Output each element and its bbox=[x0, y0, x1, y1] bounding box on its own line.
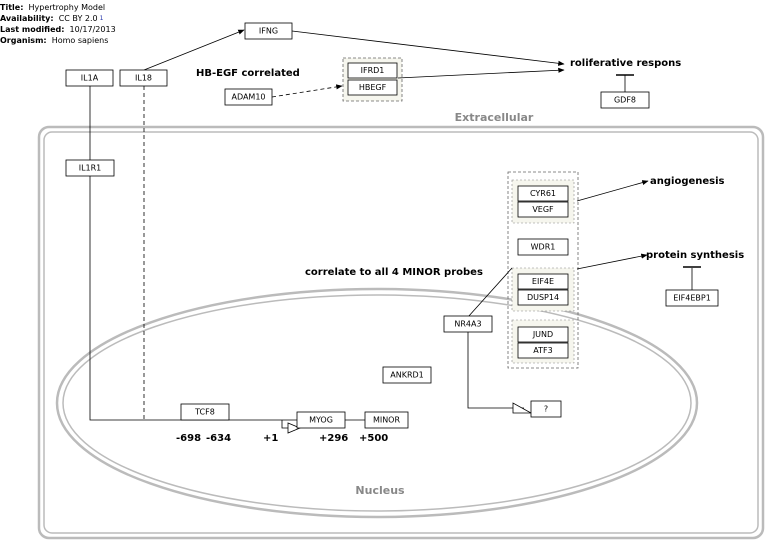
svg-text:IL18: IL18 bbox=[135, 74, 152, 83]
extracellular-label: Extracellular bbox=[455, 111, 534, 124]
svg-text:ANKRD1: ANKRD1 bbox=[390, 371, 424, 380]
gene-eif4ebp1[interactable]: EIF4EBP1 bbox=[665, 289, 719, 307]
gene-gdf8[interactable]: GDF8 bbox=[600, 91, 650, 109]
nucleus-compartment bbox=[55, 287, 699, 519]
position-p3: +1 bbox=[263, 433, 278, 444]
nucleus-label: Nucleus bbox=[355, 484, 405, 497]
cell-compartment bbox=[37, 125, 765, 540]
gene-tcf8[interactable]: TCF8 bbox=[180, 403, 230, 421]
promoter-arrow-myog bbox=[287, 422, 302, 434]
gene-hbegf[interactable]: HBEGF bbox=[347, 79, 398, 96]
modified-key: Last modified: bbox=[0, 25, 65, 34]
gene-cyr61[interactable]: CYR61 bbox=[517, 185, 569, 202]
title-value: Hypertrophy Model bbox=[28, 3, 106, 12]
edge-cyr61-angiogenesis bbox=[576, 180, 649, 202]
svg-text:IL1A: IL1A bbox=[81, 74, 99, 83]
svg-text:?: ? bbox=[544, 405, 548, 414]
gene-il1a[interactable]: IL1A bbox=[65, 69, 114, 87]
gene-adam10[interactable]: ADAM10 bbox=[224, 88, 273, 106]
gene-nr4a3[interactable]: NR4A3 bbox=[443, 315, 493, 333]
gene-dusp14[interactable]: DUSP14 bbox=[517, 289, 569, 306]
gene-ifrd1[interactable]: IFRD1 bbox=[347, 62, 398, 79]
promoter-arrow-unknown bbox=[512, 402, 533, 414]
svg-text:DUSP14: DUSP14 bbox=[527, 293, 559, 302]
label-correlate-minor: correlate to all 4 MINOR probes bbox=[305, 267, 483, 278]
svg-text:ATF3: ATF3 bbox=[533, 346, 552, 355]
organism-value: Homo sapiens bbox=[51, 36, 109, 45]
availability-note[interactable]: 1 bbox=[99, 15, 104, 22]
pathway-metadata: Title: Hypertrophy Model Availability: C… bbox=[0, 2, 116, 46]
label-protein-synthesis: protein synthesis bbox=[646, 250, 744, 261]
organism-key: Organism: bbox=[0, 36, 47, 45]
label-proliferative-response: roliferative respons bbox=[570, 58, 681, 69]
svg-text:VEGF: VEGF bbox=[532, 205, 554, 214]
title-key: Title: bbox=[0, 3, 24, 12]
edge-il18-ifng bbox=[143, 29, 245, 71]
gene-unknown[interactable]: ? bbox=[530, 400, 562, 418]
svg-text:CYR61: CYR61 bbox=[530, 189, 556, 198]
gene-il18[interactable]: IL18 bbox=[119, 69, 168, 87]
modified-value: 10/17/2013 bbox=[69, 25, 116, 34]
gene-eif4e[interactable]: EIF4E bbox=[517, 273, 569, 290]
gene-myog[interactable]: MYOG bbox=[296, 411, 346, 429]
position-p5: +500 bbox=[359, 433, 388, 444]
position-p4: +296 bbox=[319, 433, 348, 444]
svg-text:TCF8: TCF8 bbox=[194, 408, 215, 417]
svg-text:GDF8: GDF8 bbox=[614, 96, 636, 105]
label-angiogenesis: angiogenesis bbox=[650, 176, 725, 187]
edge-ifng-proliferative bbox=[291, 30, 565, 66]
gene-atf3[interactable]: ATF3 bbox=[517, 342, 569, 359]
gene-jund[interactable]: JUND bbox=[517, 326, 569, 343]
availability-key: Availability: bbox=[0, 14, 54, 23]
svg-text:IFNG: IFNG bbox=[259, 27, 278, 36]
edge-hbegf-proliferative bbox=[397, 67, 565, 79]
svg-text:EIF4EBP1: EIF4EBP1 bbox=[673, 294, 711, 303]
svg-text:NR4A3: NR4A3 bbox=[454, 320, 481, 329]
label-hbegf-correlated: HB-EGF correlated bbox=[196, 68, 300, 79]
position-p1: -698 bbox=[176, 433, 201, 444]
svg-text:MINOR: MINOR bbox=[373, 416, 401, 425]
availability-value: CC BY 2.0 bbox=[58, 14, 98, 23]
svg-text:IFRD1: IFRD1 bbox=[361, 66, 385, 75]
gene-il1r1[interactable]: IL1R1 bbox=[65, 159, 115, 177]
svg-text:EIF4E: EIF4E bbox=[532, 277, 554, 286]
edge-nr4a3-unknown bbox=[467, 332, 524, 409]
svg-text:HBEGF: HBEGF bbox=[359, 83, 387, 92]
gene-ankrd1[interactable]: ANKRD1 bbox=[382, 366, 432, 384]
position-p2: -634 bbox=[206, 433, 231, 444]
gene-ifng[interactable]: IFNG bbox=[244, 22, 293, 40]
minor-correlated-group bbox=[507, 171, 579, 369]
svg-text:ADAM10: ADAM10 bbox=[231, 93, 265, 102]
gene-wdr1[interactable]: WDR1 bbox=[517, 238, 569, 256]
edge-il1r1-myog bbox=[89, 176, 297, 421]
gene-minor[interactable]: MINOR bbox=[364, 411, 409, 429]
svg-text:IL1R1: IL1R1 bbox=[79, 164, 102, 173]
svg-text:WDR1: WDR1 bbox=[531, 243, 556, 252]
svg-text:JUND: JUND bbox=[532, 330, 553, 339]
edge-eif4e-protein-synthesis bbox=[576, 253, 648, 270]
edge-nr4a3-group bbox=[467, 267, 513, 318]
edge-adam10-hbegf bbox=[271, 84, 343, 98]
svg-text:MYOG: MYOG bbox=[309, 416, 333, 425]
promoter-line-myog bbox=[281, 420, 290, 429]
gene-vegf[interactable]: VEGF bbox=[517, 201, 569, 218]
